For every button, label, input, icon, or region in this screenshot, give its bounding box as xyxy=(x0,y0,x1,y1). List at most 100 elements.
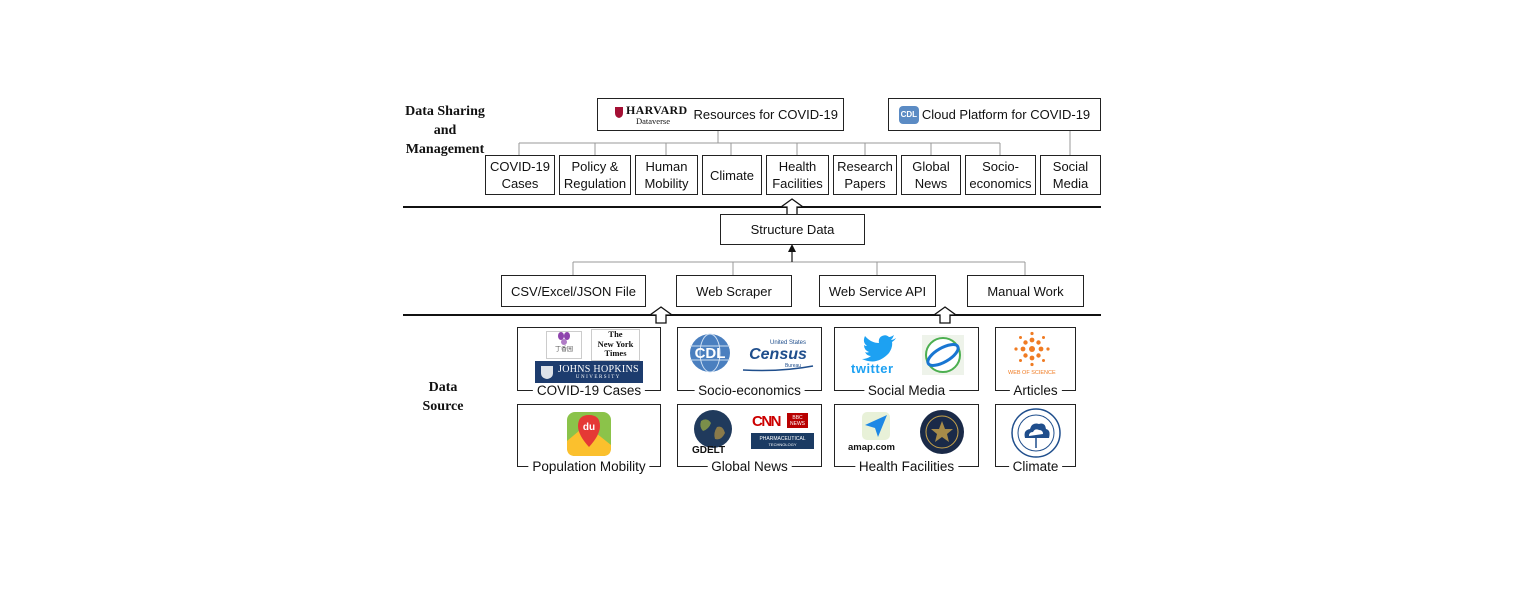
amap-logo-text: amap.com xyxy=(848,442,895,453)
gdelt-logo-text: GDELT xyxy=(692,445,726,456)
structure-data-box: Structure Data xyxy=(720,214,865,245)
category-label: Cases xyxy=(501,176,539,191)
source-caption: Social Media xyxy=(863,383,950,399)
category-label: Health xyxy=(778,159,817,174)
cnn-logo-text: CNN xyxy=(752,413,782,430)
source-covid-cases: 丁香园 The New York Times JOHNS HOPKINS UNI… xyxy=(517,327,661,399)
harvard-logo: HARVARD Dataverse xyxy=(626,104,687,126)
census-sub-text: Bureau xyxy=(784,363,802,369)
nyt-line: The xyxy=(608,329,623,339)
source-caption: Climate xyxy=(1008,459,1063,475)
harvard-shield-icon xyxy=(615,106,623,118)
baidu-map-icon: du xyxy=(567,412,611,456)
category-socio-economics: Socio- economics xyxy=(965,155,1036,195)
category-label: Papers xyxy=(844,176,886,191)
jhu-logo-sub: UNIVERSITY xyxy=(575,374,621,380)
dxy-logo-text: 丁香园 xyxy=(554,347,573,353)
nyt-logo: The New York Times xyxy=(591,329,640,361)
category-label: Global xyxy=(912,159,950,174)
health-emblem-icon xyxy=(920,410,964,454)
category-label: Regulation xyxy=(563,176,627,191)
source-socio-economics: CDL United States Census Bureau Socio-ec… xyxy=(677,327,822,399)
method-label: Manual Work xyxy=(987,283,1064,299)
source-caption: COVID-19 Cases xyxy=(532,383,646,399)
label-line: Data xyxy=(428,380,458,395)
category-label: Facilities xyxy=(772,176,823,191)
category-label: Media xyxy=(1052,176,1089,191)
source-caption: Health Facilities xyxy=(854,459,959,475)
baidu-logo-text: du xyxy=(583,422,595,433)
cloud-platform-box: CDL Cloud Platform for COVID-19 xyxy=(888,98,1101,131)
bbc-news-logo: BBC NEWS xyxy=(787,413,808,428)
census-logo: United States Census Bureau xyxy=(741,340,815,372)
pharma-logo-sub: TECHNOLOGY xyxy=(768,441,797,447)
source-caption: Articles xyxy=(1009,383,1062,399)
up-arrow-icon xyxy=(932,306,958,324)
category-human-mobility: Human Mobility xyxy=(635,155,698,195)
wos-logo-text: WEB OF SCIENCE xyxy=(1008,370,1056,376)
jhu-logo: JOHNS HOPKINS UNIVERSITY xyxy=(535,361,643,383)
web-of-science-icon xyxy=(1014,331,1050,367)
cdl-globe-icon: CDL xyxy=(690,333,730,373)
bbc-logo-sub: NEWS xyxy=(790,420,805,427)
divider-upper xyxy=(403,206,1101,208)
bbc-logo-text: BBC xyxy=(792,414,803,421)
up-arrow-icon xyxy=(648,306,674,324)
nyt-line: New York xyxy=(597,338,634,349)
method-label: Web Scraper xyxy=(696,283,772,299)
method-label: CSV/Excel/JSON File xyxy=(511,283,636,299)
census-swoosh-icon xyxy=(742,365,814,372)
data-source-label: Data Source xyxy=(410,378,476,416)
pharma-logo-text: PHARMACEUTICAL xyxy=(759,435,806,442)
cdl-logo-text: CDL xyxy=(695,345,726,362)
category-label: COVID-19 xyxy=(490,159,550,174)
category-research-papers: Research Papers xyxy=(833,155,897,195)
divider-lower xyxy=(403,314,1101,316)
source-caption: Global News xyxy=(707,459,792,475)
source-global-news: GDELT CNN BBC NEWS PHARMACEUTICAL TECHNO… xyxy=(677,404,822,475)
method-web-service-api: Web Service API xyxy=(819,275,936,307)
label-line: Source xyxy=(422,399,464,414)
twitter-logo-text: twitter xyxy=(851,361,894,376)
category-policy: Policy & Regulation xyxy=(559,155,631,195)
method-csv: CSV/Excel/JSON File xyxy=(501,275,646,307)
meteorological-emblem-icon xyxy=(1011,408,1061,458)
weibo-like-icon xyxy=(922,335,964,375)
label-line: and xyxy=(433,123,457,138)
category-label: economics xyxy=(969,176,1032,191)
harvard-logo-sub: Dataverse xyxy=(636,115,670,126)
category-health-facilities: Health Facilities xyxy=(766,155,829,195)
harvard-logo-text: HARVARD xyxy=(626,102,688,117)
cdl-logo-icon: CDL xyxy=(898,105,919,124)
pharma-tech-logo: PHARMACEUTICAL TECHNOLOGY xyxy=(751,433,814,449)
jhu-shield-icon xyxy=(541,366,553,379)
structure-data-label: Structure Data xyxy=(750,222,835,237)
category-global-news: Global News xyxy=(901,155,961,195)
source-caption: Socio-economics xyxy=(694,383,805,399)
flower-icon xyxy=(558,332,570,345)
cloud-platform-text: Cloud Platform for COVID-19 xyxy=(921,107,1091,122)
harvard-platform-text: Resources for COVID-19 xyxy=(693,107,838,122)
source-caption: Population Mobility xyxy=(528,459,650,475)
data-sharing-label: Data Sharing and Management xyxy=(398,102,492,159)
gdelt-globe-icon xyxy=(694,410,732,448)
source-social-media: twitter Social Media xyxy=(834,327,979,399)
census-top-text: United States xyxy=(769,340,807,346)
census-logo-text: Census xyxy=(749,346,807,363)
method-web-scraper: Web Scraper xyxy=(676,275,792,307)
category-label: Research xyxy=(837,159,893,174)
category-climate: Climate xyxy=(702,155,762,195)
category-covid-cases: COVID-19 Cases xyxy=(485,155,555,195)
source-articles: WEB OF SCIENCE Articles xyxy=(995,327,1076,399)
category-label: Mobility xyxy=(644,176,689,191)
source-population-mobility: du Population Mobility xyxy=(517,404,661,475)
category-social-media: Social Media xyxy=(1040,155,1101,195)
source-health-facilities: amap.com Health Facilities xyxy=(834,404,979,475)
label-line: Management xyxy=(405,142,485,157)
harvard-dataverse-box: HARVARD Dataverse Resources for COVID-19 xyxy=(597,98,844,131)
method-label: Web Service API xyxy=(828,283,927,299)
source-climate: Climate xyxy=(995,404,1076,475)
jhu-logo-text: JOHNS HOPKINS xyxy=(558,363,639,375)
category-label: Human xyxy=(645,159,688,174)
